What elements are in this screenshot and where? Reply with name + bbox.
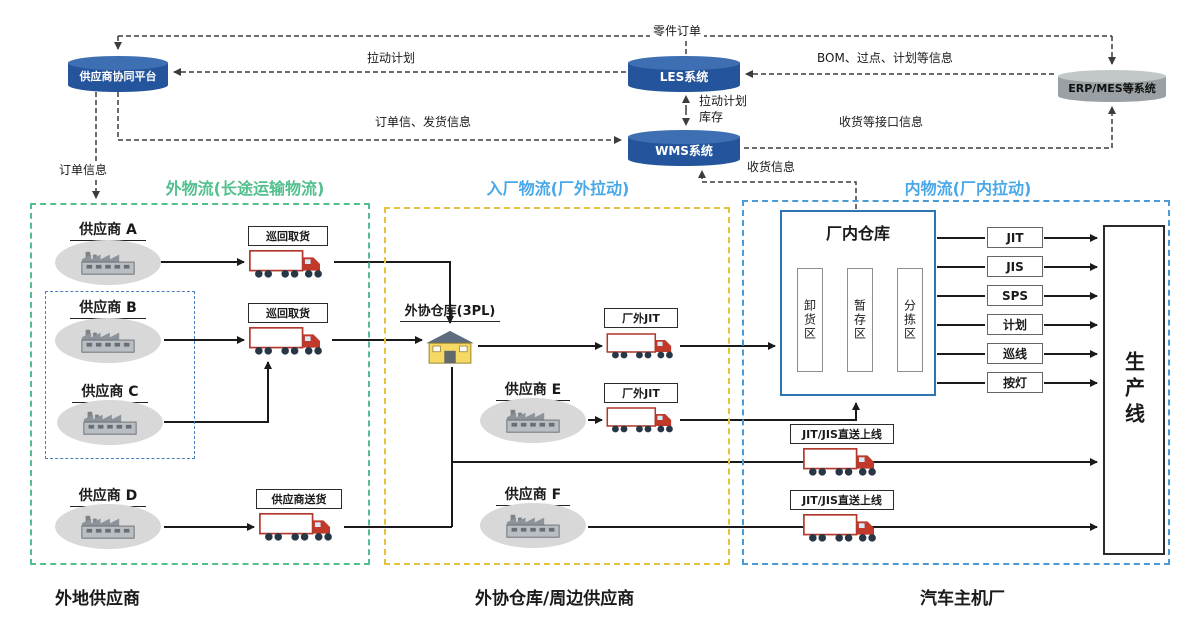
plant-warehouse-title: 厂内仓库 xyxy=(825,224,890,243)
truck-offsite-jit-1-icon xyxy=(606,331,678,361)
supplier-b-label: 供应商 B xyxy=(48,297,168,319)
factory-icon xyxy=(502,512,564,540)
zone-sorting: 分拣区 xyxy=(897,268,923,372)
section-inbound-logistics xyxy=(384,207,730,565)
supplier-e xyxy=(480,398,586,443)
supplier-f-label: 供应商 F xyxy=(473,484,593,506)
truck-direct-online-2-icon xyxy=(800,512,884,544)
supplier-f xyxy=(480,503,586,548)
les-system-label: LES系统 xyxy=(659,69,709,84)
production-line: 生产线 xyxy=(1103,225,1165,555)
truck-offsite-jit-2-icon xyxy=(606,405,678,435)
tag-offsite-jit-1: 厂外JIT xyxy=(604,308,678,328)
database-cylinder-icon xyxy=(68,56,168,92)
les-system: LES系统 xyxy=(628,56,740,92)
tag-milkrun-a: 巡回取货 xyxy=(248,226,328,246)
supplier-b xyxy=(55,318,161,363)
supplier-a xyxy=(55,240,161,285)
mode-box-sps: SPS xyxy=(987,285,1043,306)
tag-direct-online-1: JIT/JIS直送上线 xyxy=(790,424,894,444)
erp-mes-system-label: ERP/MES等系统 xyxy=(1068,82,1156,95)
truck-milkrun-a-icon xyxy=(248,248,328,280)
mode-box-patrol: 巡线 xyxy=(987,343,1043,364)
label-pull-plan-2: 拉动计划 xyxy=(696,93,751,109)
mode-box-jis: JIS xyxy=(987,256,1043,277)
erp-mes-system: ERP/MES等系统 xyxy=(1058,70,1166,102)
supplier-d xyxy=(55,504,161,549)
zone-staging: 暂存区 xyxy=(847,268,873,372)
tag-offsite-jit-2: 厂外JIT xyxy=(604,383,678,403)
truck-supplier-delivery-icon xyxy=(258,511,338,543)
title-outbound-logistics: 外物流(长途运输物流) xyxy=(165,179,325,198)
mode-box-plan: 计划 xyxy=(987,314,1043,335)
label-receiving-interface-info: 收货等接口信息 xyxy=(836,114,927,130)
database-cylinder-icon xyxy=(628,56,740,92)
label-receiving-info: 收货信息 xyxy=(744,159,799,175)
section-internal-logistics xyxy=(742,200,1170,565)
tag-milkrun-bc: 巡回取货 xyxy=(248,303,328,323)
label-parts-order: 零件订单 xyxy=(650,23,705,39)
supplier-c-label: 供应商 C xyxy=(50,381,170,403)
footer-3pl-nearby-suppliers: 外协仓库/周边供应商 xyxy=(475,589,635,609)
warehouse-3pl-icon xyxy=(424,328,476,366)
truck-milkrun-bc-icon xyxy=(248,325,328,357)
footer-auto-oem-plant: 汽车主机厂 xyxy=(920,589,1005,609)
database-cylinder-icon xyxy=(1058,70,1166,102)
database-cylinder-icon xyxy=(628,130,740,166)
mode-box-andon: 按灯 xyxy=(987,372,1043,393)
label-pull-plan: 拉动计划 xyxy=(364,50,419,66)
section-outbound-logistics xyxy=(30,203,370,565)
factory-icon xyxy=(502,407,564,435)
factory-icon xyxy=(77,249,139,277)
tag-supplier-delivery: 供应商送货 xyxy=(256,489,342,509)
zone-unloading: 卸货区 xyxy=(797,268,823,372)
supplier-platform-system: 供应商协同平台 xyxy=(68,56,168,92)
warehouse-3pl-label: 外协仓库(3PL) xyxy=(395,300,505,322)
tag-direct-online-2: JIT/JIS直送上线 xyxy=(790,490,894,510)
label-bom-info: BOM、过点、计划等信息 xyxy=(814,50,956,66)
supplier-a-label: 供应商 A xyxy=(48,219,168,241)
label-order-info: 订单信息 xyxy=(56,162,111,178)
supplier-bc-group-box xyxy=(45,291,195,459)
supplier-d-label: 供应商 D xyxy=(48,485,168,507)
supplier-e-label: 供应商 E xyxy=(473,379,593,401)
label-inventory: 库存 xyxy=(696,109,727,125)
supplier-c xyxy=(57,400,163,445)
dashed-information-flow-lines xyxy=(92,35,1116,209)
supplier-platform-label: 供应商协同平台 xyxy=(79,70,157,83)
title-internal-logistics: 内物流(厂内拉动) xyxy=(904,179,1032,198)
title-inbound-logistics: 入厂物流(厂外拉动) xyxy=(486,179,630,198)
wms-system: WMS系统 xyxy=(628,130,740,166)
factory-icon xyxy=(77,513,139,541)
factory-icon xyxy=(79,409,141,437)
factory-icon xyxy=(77,327,139,355)
mode-box-jit: JIT xyxy=(987,227,1043,248)
label-order-shipping-info: 订单信、发货信息 xyxy=(372,114,475,130)
wms-system-label: WMS系统 xyxy=(655,143,713,158)
truck-direct-online-1-icon xyxy=(800,446,884,478)
footer-remote-suppliers: 外地供应商 xyxy=(55,589,140,609)
